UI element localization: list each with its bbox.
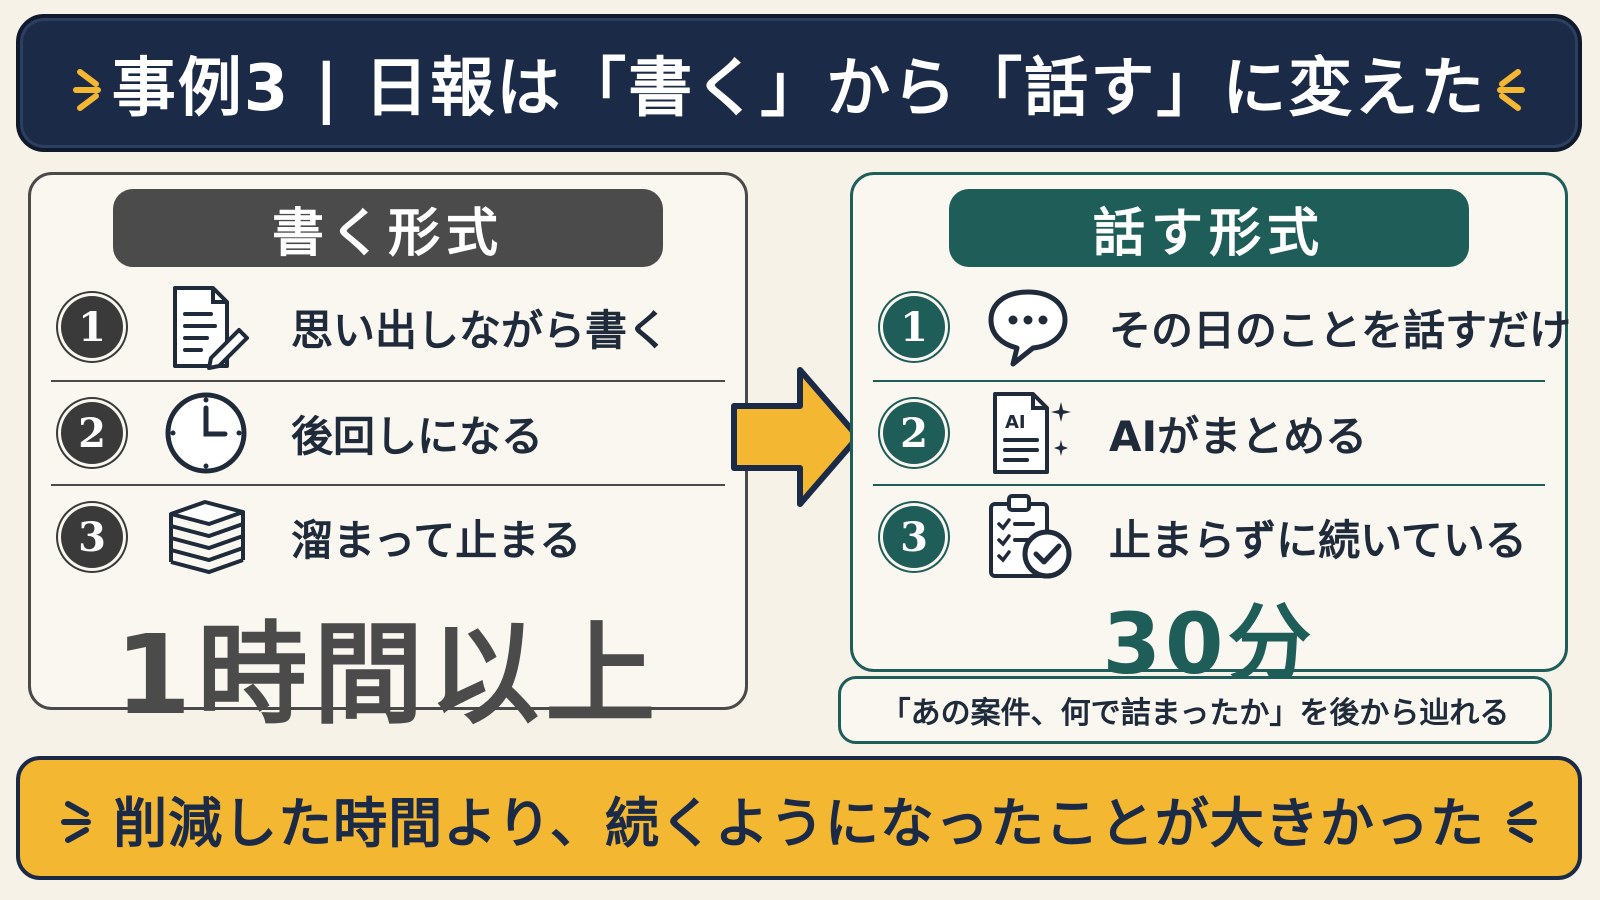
traceability-note: 「あの案件、何で詰まったか」を後から辿れる [838,676,1552,744]
paper-stack-icon [169,500,245,575]
item-text: AIがまとめる [1109,411,1368,461]
list-item: 3 止まらずに続いている [873,485,1545,589]
time-result: 1時間以上 [114,611,662,739]
divider [873,484,1545,486]
step-number: 2 [61,402,123,464]
arrow-right-icon [731,367,861,507]
list-item: 1 その日のことを話すだけ [873,275,1571,379]
divider [873,380,1545,382]
checklist-clipboard-icon [989,494,1072,579]
step-number: 3 [61,506,123,568]
list-item: 1 思い出しながら書く [51,275,725,379]
panel-title: 書く形式 [113,189,663,267]
ai-document-icon: AI [993,392,1071,474]
svg-text:AI: AI [1005,412,1026,433]
item-text: その日のことを話すだけ [1109,305,1572,355]
step-number: 2 [883,402,945,464]
spark-icon [1497,69,1525,111]
header-banner: 事例3 | 日報は「書く」から「話す」に変えた [16,14,1582,152]
spark-icon [73,69,101,111]
list-item: 3 溜まって止まる [51,485,725,589]
spark-icon [1507,801,1537,843]
step-number: 3 [883,506,945,568]
writing-format-panel: 書く形式 1 思い出しながら書く 2 後回しになる 3 [28,172,748,739]
item-text: 思い出しながら書く [291,305,670,355]
step-number: 1 [883,296,945,358]
step-number: 1 [61,296,123,358]
speech-bubble-icon [988,289,1068,367]
conclusion-banner: 削減した時間より、続くようになったことが大きかった [16,756,1582,880]
spark-icon [61,801,91,843]
page-title: 事例3 | 日報は「書く」から「話す」に変えた [111,52,1487,126]
clock-icon [165,392,247,474]
item-text: 止まらずに続いている [1109,515,1527,565]
panel-title: 話す形式 [949,189,1469,267]
item-text: 後回しになる [291,411,544,461]
divider [51,484,725,486]
divider [51,380,725,382]
list-item: 2 後回しになる [51,381,725,485]
list-item: 2 AI AIがまとめる [873,381,1545,485]
item-text: 溜まって止まる [291,515,582,565]
conclusion-text: 削減した時間より、続くようになったことが大きかった [113,791,1485,855]
document-pencil-icon [173,286,249,370]
speaking-format-panel: 話す形式 1 その日のことを話すだけ 2 AI AIがまとめる 3 [850,172,1571,693]
